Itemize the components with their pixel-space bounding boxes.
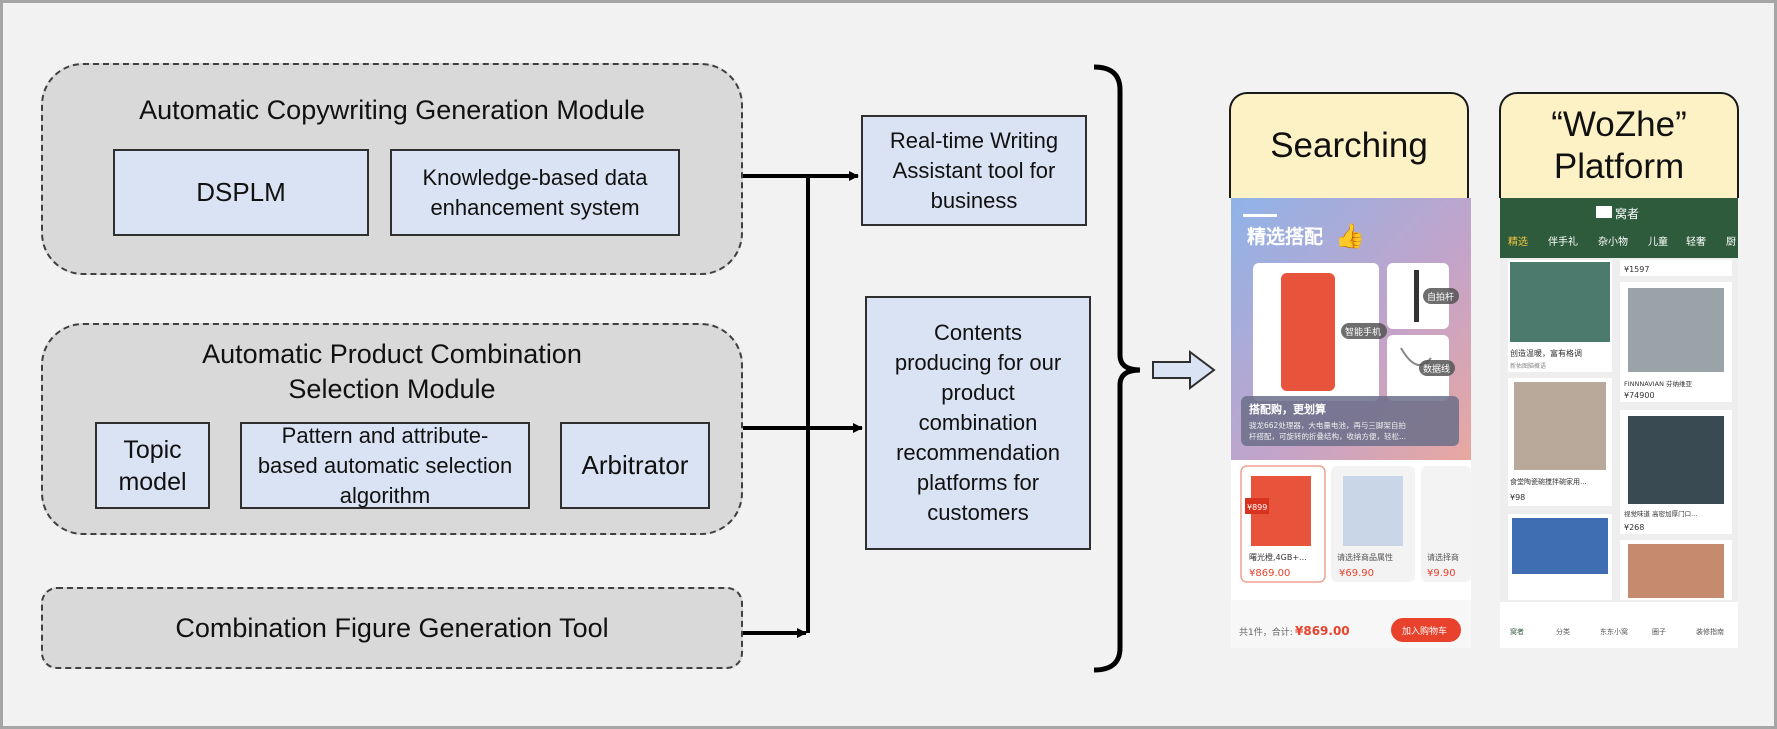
contents-producing-label: Contents producing for our product combi…: [894, 320, 1062, 525]
wozhe-header: “WoZhe” Platform: [1499, 92, 1739, 198]
price-right-0: ¥1597: [1624, 265, 1649, 274]
cable-tag: [1419, 360, 1455, 376]
product-2-label: 请选择商品属性: [1337, 552, 1393, 562]
wozhe-screenshot: 窝者 精选 伴手礼 杂小物 儿童 轻奢 厨 创造温暖，富有格调 新佑图脑概语 食…: [1500, 198, 1738, 648]
selfie-tag: [1423, 288, 1459, 304]
product-card-3: [1421, 466, 1471, 582]
arbitrator-box: Arbitrator: [560, 422, 710, 509]
phone-tag: [1341, 323, 1387, 339]
wozhe-title-line1: “WoZhe”: [1551, 105, 1687, 144]
cable-tag-label: 数据线: [1423, 363, 1450, 375]
phone-image: [1281, 273, 1335, 391]
cart-button: [1391, 618, 1461, 642]
figure-tool-title: Combination Figure Generation Tool: [175, 613, 609, 643]
nav-item-2: 东东小窝: [1600, 627, 1628, 636]
wozhe-bottom-nav: [1500, 602, 1738, 648]
product-2-price: ¥69.90: [1339, 568, 1374, 579]
thumbs-up-icon: 👍: [1335, 222, 1365, 250]
searching-title: Searching: [1270, 126, 1428, 165]
wozhe-tab-4: 轻奢: [1686, 235, 1706, 248]
price-badge: [1245, 498, 1269, 514]
hollow-arrow: [1152, 350, 1216, 390]
price-left-2: ¥98: [1510, 493, 1525, 502]
writing-assistant-label: Real-time Writing Assistant tool for bus…: [889, 127, 1059, 213]
knowledge-enhancement-box: Knowledge-based data enhancement system: [390, 149, 680, 236]
product-card-2-image: [1343, 476, 1403, 546]
wozhe-tab-0: 精选: [1508, 235, 1528, 248]
card-right-1-image: [1628, 288, 1724, 372]
combination-module-title-line1: Automatic Product Combination: [202, 339, 582, 369]
pattern-selection-box: Pattern and attribute-based automatic se…: [240, 422, 530, 509]
product-3-label: 请选择商: [1427, 552, 1459, 562]
card-left-2-image: [1514, 382, 1606, 470]
caption-right-2: 视觉味道 高密加厚门口...: [1624, 509, 1697, 518]
searching-screenshot: 精选搭配 👍 智能手机 自拍杆 数据线 搭配购，更划算 骁龙662处理器，大电量…: [1231, 198, 1471, 648]
caption-left-2: 食堂陶瓷碗搅拌碗家用...: [1510, 477, 1587, 486]
wozhe-tab-5: 厨: [1726, 236, 1736, 248]
card-right-0: [1620, 260, 1732, 276]
product-1-label: 曙光橙,4GB+...: [1249, 552, 1307, 562]
total-price: ¥869.00: [1295, 624, 1350, 638]
nav-item-4: 装修指南: [1696, 627, 1724, 636]
product-1-price: ¥869.00: [1249, 568, 1290, 579]
promo-desc-1: 骁龙662处理器，大电量电池，再与三脚架自拍: [1249, 420, 1406, 430]
selfie-tag-label: 自拍杆: [1427, 291, 1454, 303]
card-left-3-image: [1512, 518, 1608, 574]
total-text: 共1件，合计:: [1239, 626, 1293, 638]
card-right-2-image: [1628, 416, 1724, 504]
promo-title: 搭配购，更划算: [1249, 402, 1326, 416]
card-left-1-image: [1510, 262, 1610, 342]
figure-tool-module: Combination Figure Generation Tool: [41, 587, 743, 669]
dsplm-label: DSPLM: [196, 177, 286, 207]
writing-assistant-box: Real-time Writing Assistant tool for bus…: [861, 115, 1087, 226]
nav-item-1: 分类: [1556, 627, 1570, 636]
copywriting-module-title: Automatic Copywriting Generation Module: [139, 95, 645, 125]
caption-left-1: 创造温暖，富有格调: [1510, 348, 1582, 358]
topic-model-label: Topic model: [118, 435, 187, 496]
nav-item-0: 窝者: [1510, 627, 1524, 636]
caption-left-1-small: 新佑图脑概语: [1510, 362, 1546, 370]
wozhe-title-line2: Platform: [1553, 147, 1685, 186]
combination-module-title-line2: Selection Module: [288, 374, 496, 404]
knowledge-enhancement-label: Knowledge-based data enhancement system: [422, 164, 648, 220]
wozhe-tab-3: 儿童: [1648, 235, 1668, 248]
dsplm-box: DSPLM: [113, 149, 369, 236]
price-right-2: ¥268: [1624, 523, 1644, 532]
card-right-3-image: [1628, 544, 1724, 598]
pattern-selection-label: Pattern and attribute-based automatic se…: [257, 422, 513, 508]
price-badge-label: ¥899: [1247, 503, 1267, 512]
product-3-price: ¥9.90: [1427, 568, 1456, 579]
banner-title: 精选搭配: [1247, 225, 1323, 248]
topic-model-box: Topic model: [95, 422, 210, 509]
arbitrator-label: Arbitrator: [581, 450, 689, 480]
wozhe-app-name: 窝者: [1615, 206, 1639, 221]
price-right-1: ¥74900: [1624, 391, 1655, 400]
wozhe-tab-1: 伴手礼: [1548, 235, 1578, 248]
wozhe-tab-2: 杂小物: [1598, 235, 1628, 248]
promo-desc-2: 杆搭配，可旋转的折叠结构，收纳方便，轻松...: [1249, 431, 1406, 441]
bracket: [1093, 64, 1141, 673]
promo-box: [1241, 396, 1459, 446]
selfie-image: [1414, 270, 1419, 322]
banner-dash: [1243, 214, 1277, 217]
nav-item-3: 圈子: [1652, 628, 1666, 636]
cart-button-label: 加入购物车: [1402, 625, 1447, 637]
caption-right-1: FINNNAVIAN 芬纳维亚: [1624, 379, 1693, 388]
phone-tag-label: 智能手机: [1345, 326, 1381, 338]
wozhe-topbar: [1500, 198, 1738, 258]
wozhe-logo-icon: [1596, 206, 1612, 218]
contents-producing-box: Contents producing for our product combi…: [865, 296, 1091, 550]
searching-header: Searching: [1229, 92, 1469, 198]
